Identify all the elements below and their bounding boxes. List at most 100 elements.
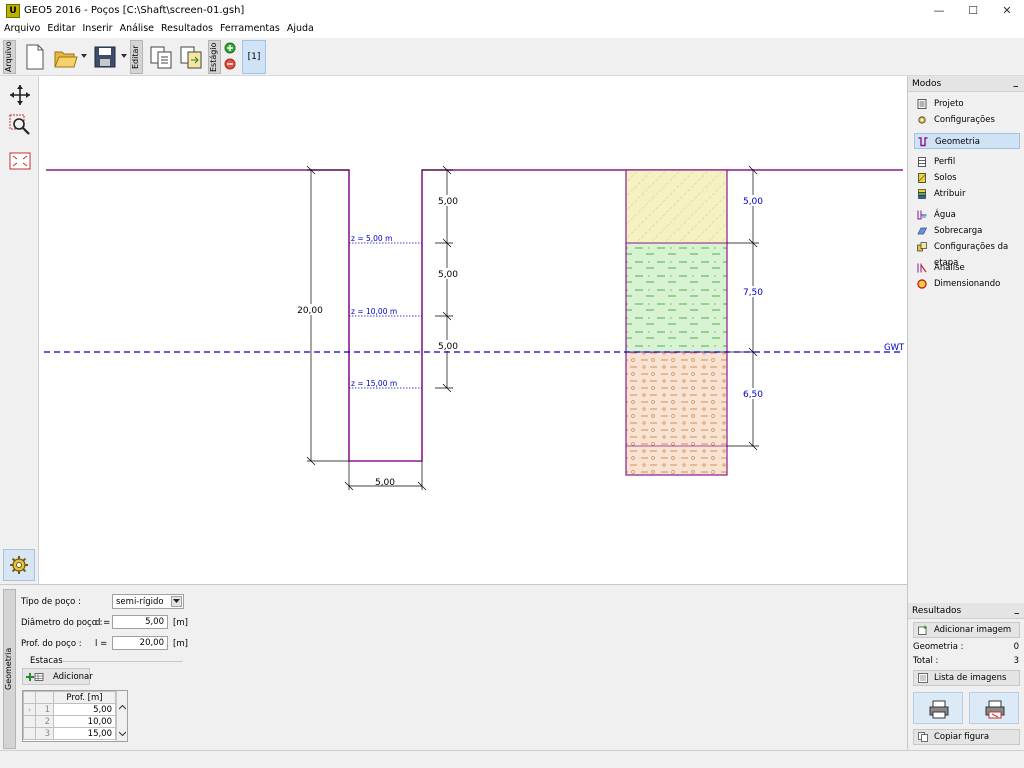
mode-projeto[interactable]: Projeto [914, 96, 1020, 112]
tab-file[interactable]: Arquivo [3, 40, 16, 74]
menu-bar: Arquivo Editar Inserir Análise Resultados Fer… [0, 22, 1024, 38]
results-minimize-button[interactable]: _ [1014, 605, 1020, 615]
settings-button[interactable] [3, 549, 35, 581]
soil-icon [918, 173, 926, 183]
diameter-unit: [m] [173, 618, 188, 628]
print-preview-button[interactable] [969, 692, 1019, 724]
print-button[interactable] [913, 692, 963, 724]
mode-configuracoes-etapa[interactable]: Configurações da etapa [914, 239, 1020, 268]
input-panel: Geometria Tipo de poço : semi-rígido Diâ… [0, 584, 907, 750]
depth-unit: [m] [173, 639, 188, 649]
stakes-divider [62, 661, 183, 662]
add-stake-label: Adicionar [53, 672, 93, 682]
copy-figure-button[interactable]: Copiar figura [913, 729, 1020, 745]
table-corner [23, 691, 36, 704]
move-icon[interactable] [9, 84, 31, 106]
right-panel: Modos _ Projeto Configurações Geometria … [907, 76, 1024, 750]
open-dropdown-icon[interactable] [80, 52, 88, 60]
tab-geometria[interactable]: Geometria [3, 589, 16, 749]
table-row[interactable]: 3 15,00 [23, 727, 116, 740]
stage-1-button[interactable]: [1] [242, 40, 266, 74]
image-list-button[interactable]: Lista de imagens [913, 670, 1020, 686]
results-section: Resultados _ Adicionar imagem Geometria … [908, 603, 1024, 745]
close-button[interactable]: ✕ [1002, 4, 1012, 17]
row-number: 1 [35, 703, 54, 716]
geometry-count-value: 0 [1013, 642, 1019, 652]
add-stake-button[interactable]: Adicionar [22, 668, 93, 685]
table-row[interactable]: › 1 5,00 [23, 703, 116, 716]
menu-insert[interactable]: Inserir [82, 23, 113, 34]
diameter-symbol: d = [95, 618, 111, 628]
minimize-button[interactable]: — [933, 4, 945, 17]
stakes-table[interactable]: Prof. [m] › 1 5,00 2 10,00 3 15,00 [22, 690, 128, 742]
modes-header: Modos _ [908, 76, 1024, 92]
table-index-header [35, 691, 54, 704]
modes-minimize-button[interactable]: _ [1013, 78, 1019, 88]
drawing-canvas[interactable]: 20,00 5,00 5,00 5,00 5,00 [38, 76, 907, 584]
mode-configuracoes[interactable]: Configurações [914, 112, 1020, 128]
shaft-width-dimension [344, 461, 427, 491]
scroll-up-icon[interactable] [119, 705, 126, 710]
tab-edit[interactable]: Editar [130, 40, 143, 74]
window-title: GEO5 2016 - Poços [C:\Shaft\screen-01.gs… [24, 5, 245, 16]
new-file-icon[interactable] [22, 42, 48, 72]
table-scrollbar[interactable] [116, 691, 127, 741]
z-mark-2: z = 10,00 m [351, 307, 397, 316]
list-icon [917, 99, 927, 109]
tab-stage[interactable]: Estágio [208, 40, 221, 74]
segment-label-3: 5,00 [438, 342, 458, 352]
segment-label-2: 5,00 [438, 270, 458, 280]
shaft-type-select[interactable]: semi-rígido [112, 594, 184, 609]
menu-file[interactable]: Arquivo [4, 23, 41, 34]
diameter-input[interactable]: 5,00 [112, 615, 168, 629]
depth-label: Prof. do poço : [21, 639, 82, 649]
menu-results[interactable]: Resultados [161, 23, 213, 34]
shaft-height-label: 20,00 [297, 306, 323, 316]
add-stage-icon[interactable] [224, 42, 236, 54]
modes-title: Modos [912, 79, 942, 89]
copy-data-icon[interactable] [148, 42, 174, 72]
mode-geometria[interactable]: Geometria [914, 133, 1020, 149]
save-icon[interactable] [92, 42, 118, 72]
menu-edit[interactable]: Editar [47, 23, 76, 34]
mode-atribuir[interactable]: Atribuir [914, 186, 1020, 202]
stage-settings-icon [917, 242, 927, 252]
paste-data-icon[interactable] [178, 42, 204, 72]
surcharge-icon [917, 227, 927, 235]
gear-icon [10, 556, 28, 574]
zoom-icon[interactable] [9, 114, 31, 136]
save-dropdown-icon[interactable] [120, 52, 128, 60]
total-count-value: 3 [1013, 656, 1019, 666]
mode-solos[interactable]: Solos [914, 170, 1020, 186]
depth-symbol: l = [95, 639, 108, 649]
row-depth-value[interactable]: 10,00 [53, 715, 116, 728]
remove-stage-icon[interactable] [224, 58, 236, 70]
row-depth-value[interactable]: 15,00 [53, 727, 116, 740]
scroll-down-icon[interactable] [119, 731, 126, 736]
mode-dimensionando[interactable]: Dimensionando [914, 276, 1020, 292]
copy-figure-icon [918, 732, 928, 742]
shaft-width-label: 5,00 [375, 478, 395, 488]
open-folder-icon[interactable] [52, 42, 78, 72]
toolbar: Arquivo Editar Estágio [1] [0, 38, 1024, 76]
z-mark-1: z = 5,00 m [351, 234, 392, 243]
menu-analysis[interactable]: Análise [119, 23, 154, 34]
fit-to-screen-icon[interactable] [9, 150, 31, 172]
print-preview-icon [985, 700, 1005, 719]
mode-sobrecarga[interactable]: Sobrecarga [914, 223, 1020, 239]
mode-perfil[interactable]: Perfil [914, 154, 1020, 170]
maximize-button[interactable]: ☐ [968, 4, 978, 17]
assign-icon [918, 189, 926, 199]
chevron-down-icon [173, 599, 180, 603]
menu-tools[interactable]: Ferramentas [219, 23, 280, 34]
row-depth-value[interactable]: 5,00 [53, 703, 116, 716]
add-image-button[interactable]: Adicionar imagem [913, 622, 1020, 638]
image-list-icon [918, 673, 928, 683]
mode-agua[interactable]: Água [914, 207, 1020, 223]
analysis-icon [917, 263, 927, 273]
menu-help[interactable]: Ajuda [286, 23, 314, 34]
mode-analise[interactable]: Análise [914, 260, 1020, 276]
shaft-type-dropdown-button[interactable] [171, 596, 182, 607]
table-row[interactable]: 2 10,00 [23, 715, 116, 728]
depth-input[interactable]: 20,00 [112, 636, 168, 650]
